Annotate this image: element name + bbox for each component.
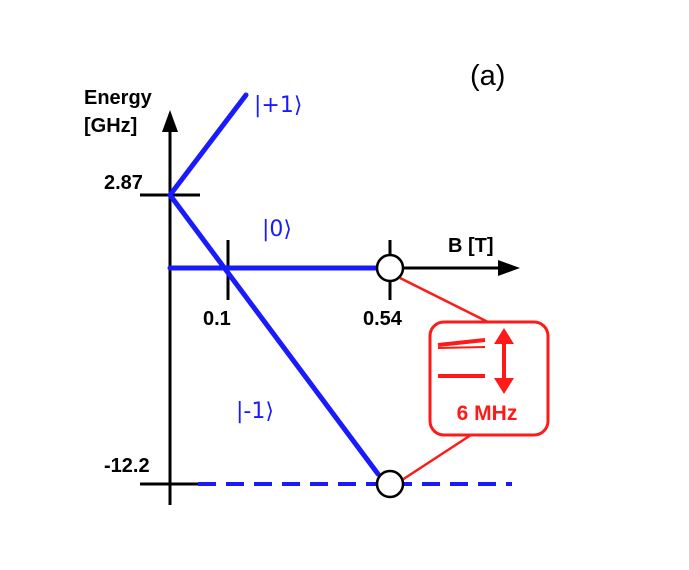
y-axis-label-line1: Energy <box>84 87 153 109</box>
y-tick-label-2.87: 2.87 <box>104 172 143 194</box>
double-arrow-icon <box>494 328 514 394</box>
splitting-callout: 6 MHz <box>428 320 550 437</box>
y-tick-label-minus-12.2: -12.2 <box>104 455 150 477</box>
x-tick-label-0.54: 0.54 <box>363 308 403 330</box>
x-tick-label-0.1: 0.1 <box>203 308 231 330</box>
level-minus-one <box>167 192 381 477</box>
energy-levels <box>167 92 512 486</box>
y-axis-label-line2: [GHz] <box>84 115 137 137</box>
connector-bottom <box>401 431 475 482</box>
x-axis-arrowhead <box>498 260 520 276</box>
splitting-levels-icon <box>437 338 486 378</box>
callout-text: 6 MHz <box>457 402 518 425</box>
connector-top <box>399 276 495 327</box>
state-label-minus-one: |-1⟩ <box>236 399 274 424</box>
panel-label: (a) <box>470 60 505 92</box>
y-axis-arrowhead <box>162 110 178 132</box>
x-axis-label: B [T] <box>448 235 494 257</box>
state-label-plus-one: |+1⟩ <box>254 93 302 118</box>
state-label-zero: |0⟩ <box>262 217 292 242</box>
crossing-circle-minus-one <box>375 469 405 499</box>
callout-box <box>428 320 550 437</box>
callout-connectors <box>399 276 495 482</box>
crossing-circle-zero <box>375 253 405 283</box>
level-plus-one <box>167 92 249 198</box>
axes <box>140 110 520 505</box>
